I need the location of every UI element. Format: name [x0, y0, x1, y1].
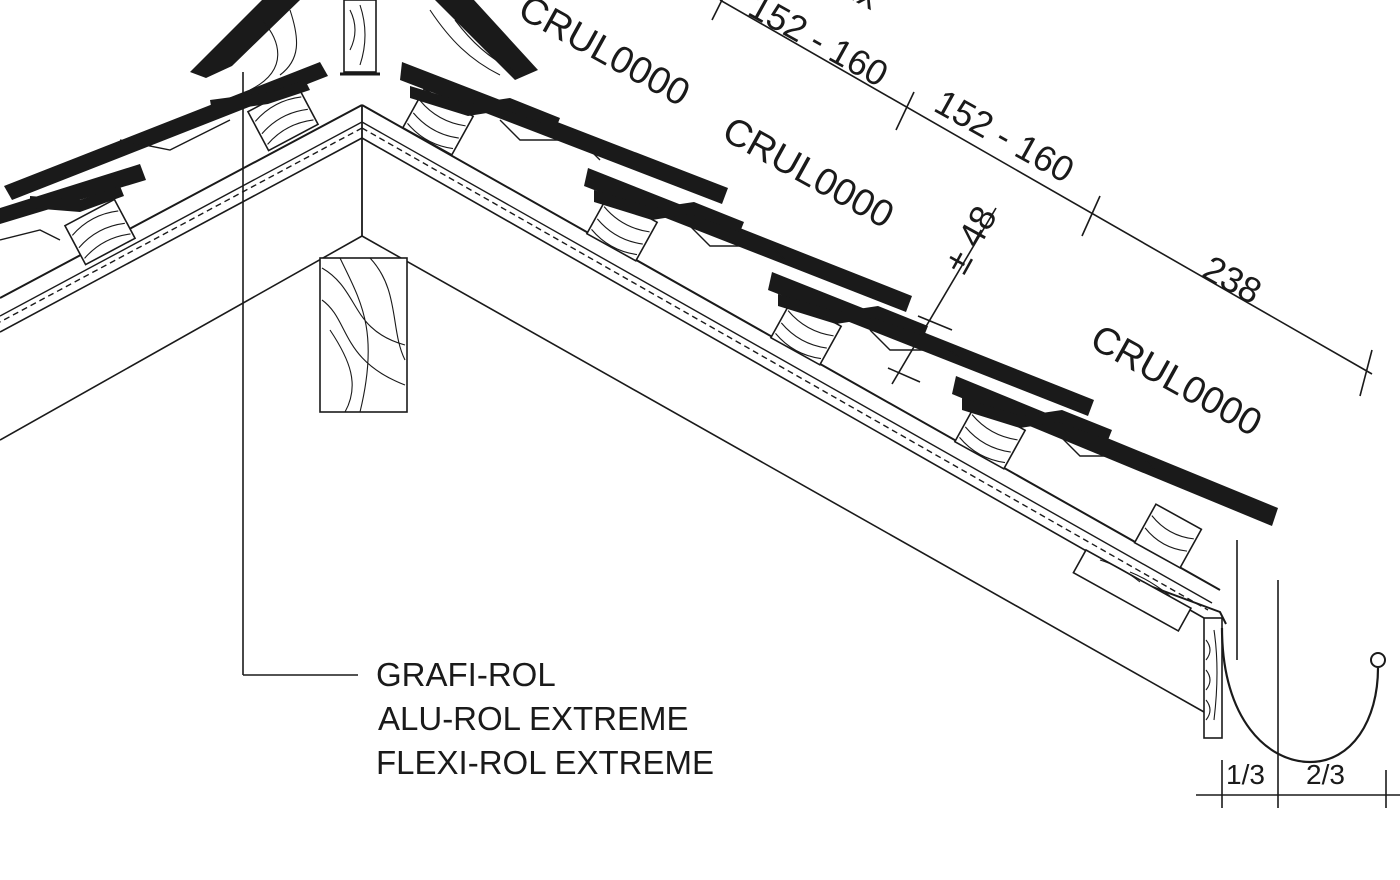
slope-dimensions [711, 0, 1373, 397]
battens-left [63, 84, 320, 266]
ratio-one-third: 1/3 [1226, 759, 1265, 790]
dim-length-3: 238 [1196, 247, 1268, 312]
legend-leader [242, 72, 358, 676]
dim-length-2: 152 - 160 [928, 81, 1081, 191]
roof-tiles-right [400, 62, 1278, 526]
roof-tiles-left [0, 62, 328, 241]
dim-top-fragment: nx [834, 0, 887, 17]
ratio-two-thirds: 2/3 [1306, 759, 1345, 790]
dim-length-1: 152 - 160 [742, 0, 895, 95]
tile-code-2: CRUL0000 [716, 109, 901, 237]
tile-code-3: CRUL0000 [1084, 317, 1269, 445]
legend-line-2: ALU-ROL EXTREME [378, 700, 689, 737]
tile-code-1: CRUL0000 [512, 0, 697, 115]
gutter-ratio-dimension [1196, 580, 1400, 808]
ridge-post [319, 0, 408, 413]
legend-line-1: GRAFI-ROL [376, 656, 556, 693]
legend-line-3: FLEXI-ROL EXTREME [376, 744, 714, 781]
battens-right [401, 88, 1203, 569]
gutter [1220, 540, 1386, 764]
ridge-tiles [190, 0, 538, 91]
